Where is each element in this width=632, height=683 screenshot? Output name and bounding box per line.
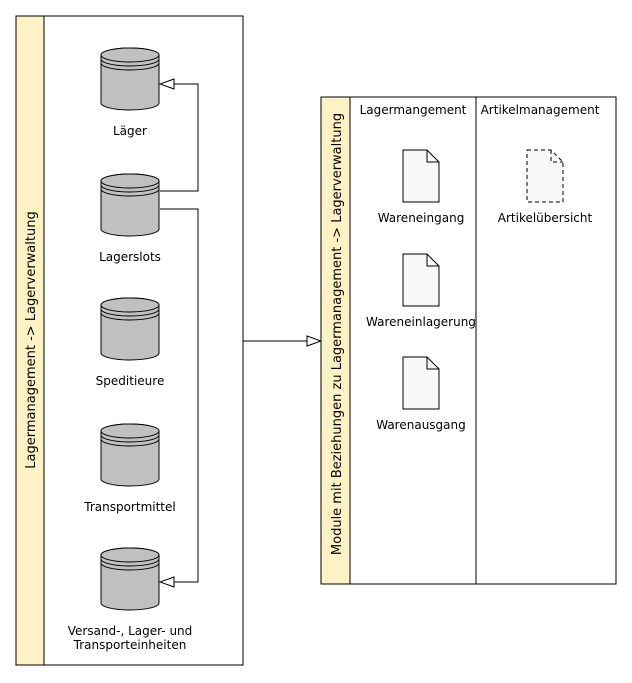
document-icon	[402, 356, 440, 410]
left-pool-title: Lagermanagement -> Lagerverwaltung	[24, 211, 39, 468]
database-ring	[100, 558, 160, 567]
database-ring	[100, 562, 160, 571]
database-label: Lagerslots	[99, 250, 161, 264]
right-pool: Module mit Beziehungen zu Lagermanagemen…	[320, 96, 617, 585]
connector-lagerslots-to-einheiten	[160, 208, 199, 582]
right-pool-frame	[320, 96, 617, 585]
database-ring	[100, 58, 160, 67]
left-connectors	[160, 84, 199, 582]
document-fold	[426, 357, 439, 370]
database-node: Lagerslots	[99, 173, 161, 264]
document-fold	[426, 150, 439, 163]
document-icon	[402, 149, 440, 203]
right-pool-header	[320, 96, 351, 585]
document-icon	[402, 253, 440, 307]
document-label: Wareneingang	[378, 211, 465, 225]
database-label: Transportmittel	[83, 500, 175, 514]
database-ring	[100, 312, 160, 321]
database-ring	[100, 438, 160, 447]
lane-header-lagermangement: Lagermangement	[360, 103, 467, 117]
connector-lagerslots-to-laeger	[160, 84, 199, 192]
database-label: Versand-, Lager- und	[68, 624, 193, 638]
database-node: Läger	[100, 47, 160, 138]
database-top	[100, 47, 160, 63]
document-node: Warenausgang	[376, 356, 466, 432]
database-label: Läger	[113, 124, 147, 138]
database-label: Speditieure	[96, 374, 165, 388]
database-label: Transporteinheiten	[73, 638, 187, 652]
database-top	[100, 547, 160, 563]
database-ring	[100, 184, 160, 193]
database-top	[100, 173, 160, 189]
database-top	[100, 297, 160, 313]
database-ring	[100, 308, 160, 317]
right-pool-title: Module mit Beziehungen zu Lagermanagemen…	[330, 113, 345, 555]
document-node: Wareneingang	[378, 149, 465, 225]
document-fold	[550, 150, 563, 163]
left-pool-header	[15, 15, 45, 666]
database-node: Speditieure	[96, 297, 165, 388]
document-list: WareneingangWareneinlagerungWarenausgang…	[366, 149, 593, 432]
document-label: Artikelübersicht	[498, 211, 593, 225]
document-label: Warenausgang	[376, 418, 466, 432]
database-ring	[100, 188, 160, 197]
lane-header-artikelmanagement: Artikelmanagement	[481, 103, 600, 117]
database-node: Transportmittel	[83, 423, 176, 514]
document-node: Artikelübersicht	[498, 149, 593, 225]
database-top	[100, 423, 160, 439]
document-icon	[526, 149, 564, 203]
document-label: Wareneinlagerung	[366, 315, 476, 329]
database-ring	[100, 434, 160, 443]
database-list: LägerLagerslotsSpeditieureTransportmitte…	[68, 47, 193, 652]
database-ring	[100, 62, 160, 71]
document-node: Wareneinlagerung	[366, 253, 476, 329]
document-fold	[426, 254, 439, 267]
